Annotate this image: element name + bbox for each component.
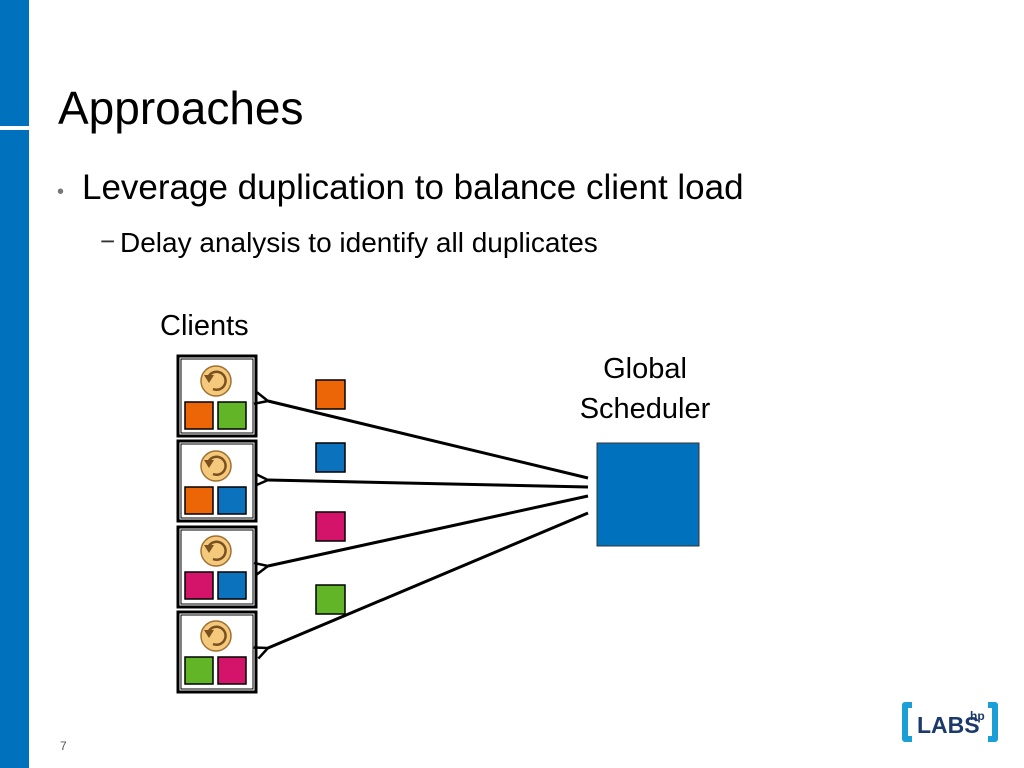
client-item [217,656,247,685]
client-box-3 [176,525,258,609]
client-item [184,486,214,515]
bullet-text: Leverage duplication to balance client l… [82,168,744,207]
slide-title: Approaches [58,82,304,134]
refresh-icon [199,619,233,653]
client-box-1 [176,354,258,438]
client-item [217,401,247,430]
refresh-icon [199,364,233,398]
scheduler-label-line1: Global [603,353,687,385]
client-item [184,656,214,685]
client-item [184,401,214,430]
arrow-to-client-1 [268,401,589,480]
page-number: 7 [60,739,67,753]
arrow-to-client-4 [268,511,589,648]
arrow-to-client-3 [268,494,589,566]
message-square-1 [315,379,346,410]
sub-bullet-text: Delay analysis to identify all duplicate… [120,227,598,258]
client-box-4 [176,610,258,694]
clients-label: Clients [160,310,249,342]
client-item [217,486,247,515]
client-item [217,571,247,600]
message-square-3 [315,511,346,542]
title-rule [0,126,29,130]
message-square-2 [315,442,346,473]
arrow-to-client-2 [268,480,589,489]
logo-superscript: hp [970,709,985,723]
logo-text: LABS [917,712,980,738]
scheduler-label-line2: Scheduler [579,393,711,425]
global-scheduler-box [596,442,700,547]
client-item [184,571,214,600]
message-square-4 [315,584,346,615]
refresh-icon [199,534,233,568]
sub-bullet-dash: − [100,226,116,256]
client-box-2 [176,439,258,523]
hp-labs-logo: LABS hp [902,702,998,742]
refresh-icon [199,449,233,483]
bullet-dot: • [57,181,65,203]
